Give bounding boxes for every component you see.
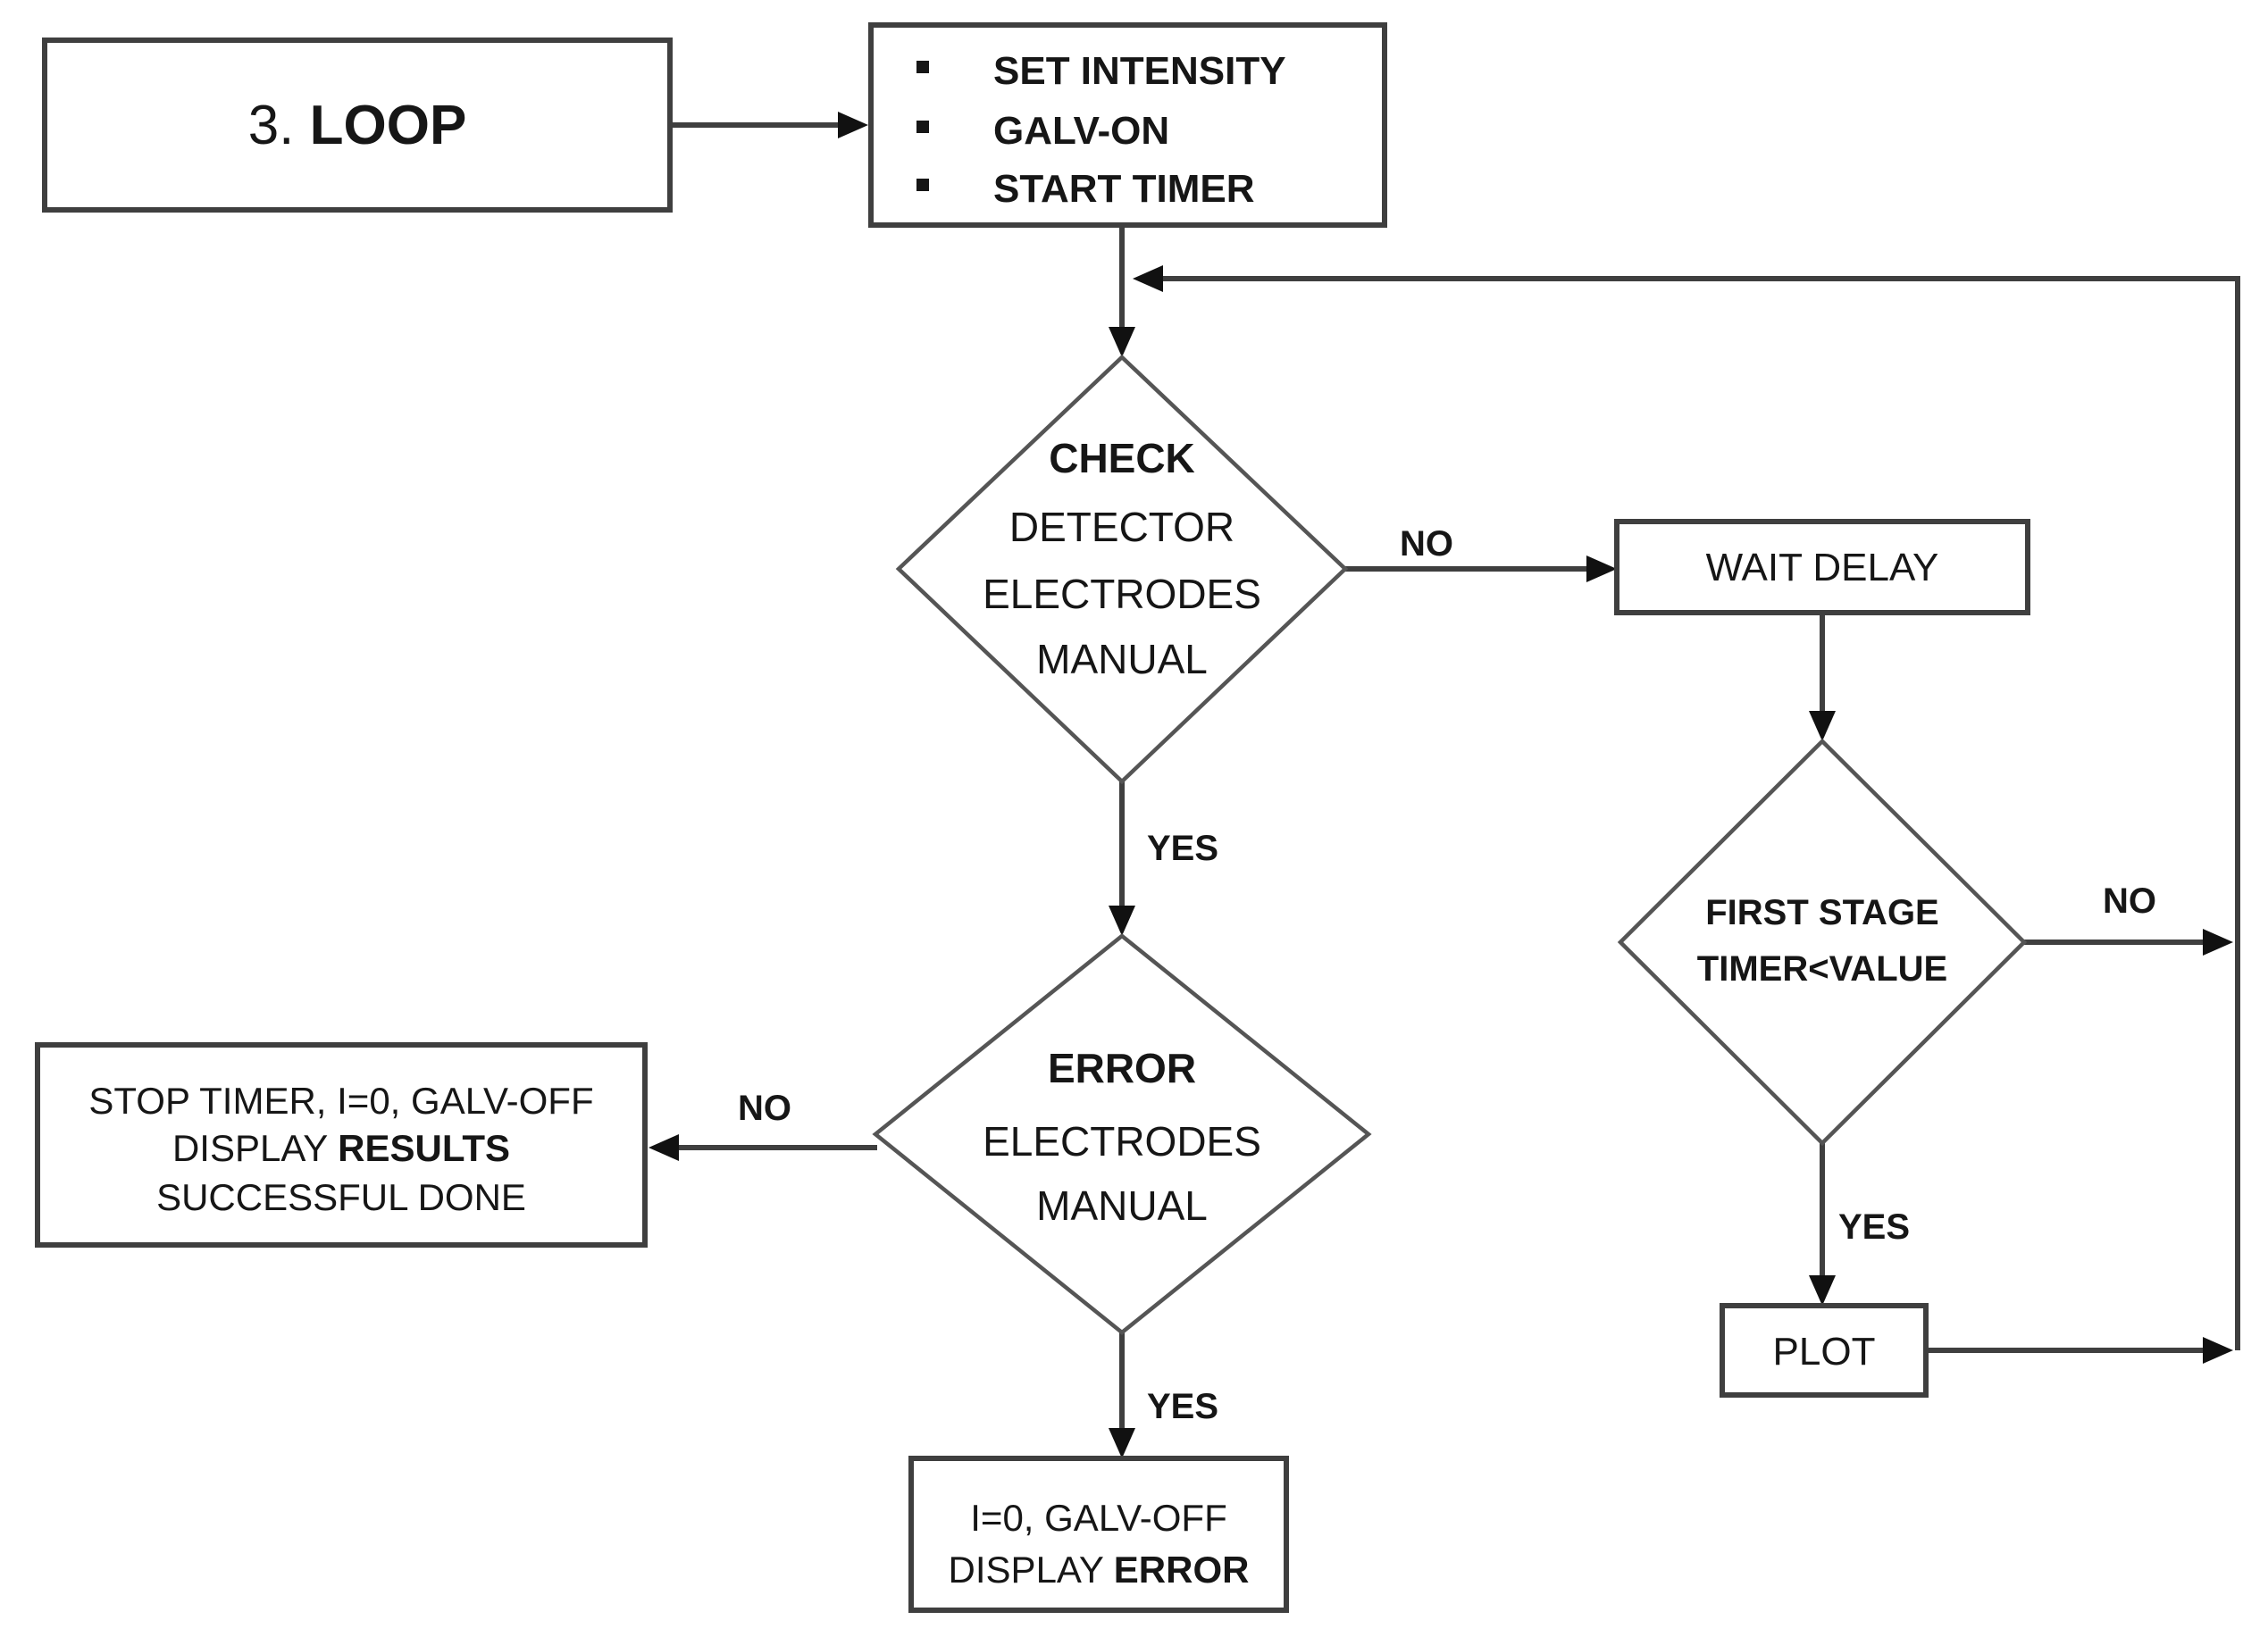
loop-box-label-prefix: 3. <box>248 95 310 156</box>
arrow-head-feedback-left <box>1133 265 1163 292</box>
node-check-decision: CHECK DETECTOR ELECTRODES MANUAL <box>895 354 1349 785</box>
wait-delay-label: WAIT DELAY <box>1706 546 1939 589</box>
loop-box <box>42 38 673 213</box>
edge-label-first-stage-no: NO <box>2103 881 2156 921</box>
results-line-2-normal: DISPLAY <box>172 1127 338 1169</box>
arrow-head-into-error-box <box>1109 1428 1135 1458</box>
wait-delay-box <box>1614 519 2030 615</box>
arrow-head-into-results <box>649 1134 679 1161</box>
first-stage-line-2: TIMER<VALUE <box>1697 949 1947 989</box>
steps-box <box>868 22 1387 228</box>
arrow-head-into-check <box>1109 327 1135 357</box>
node-error-decision: ERROR ELECTRODES MANUAL <box>872 933 1372 1335</box>
check-diamond <box>895 354 1349 785</box>
edge-feedback-loop <box>1161 276 2240 1350</box>
error-box-line-2-normal: DISPLAY <box>949 1549 1114 1591</box>
error-box-line-1: I=0, GALV-OFF <box>970 1497 1226 1539</box>
edge-labels: NO YES NO YES NO YES <box>738 524 2156 1426</box>
arrow-head-into-plot <box>1809 1275 1836 1306</box>
edge-label-first-stage-yes: YES <box>1838 1207 1910 1247</box>
node-steps: SET INTENSITY GALV-ON START TIMER <box>868 22 1387 228</box>
results-line-2: DISPLAY RESULTS <box>172 1127 510 1169</box>
bullet-square-icon <box>916 61 929 73</box>
results-box <box>35 1042 648 1248</box>
first-stage-diamond <box>1617 738 2028 1147</box>
edge-label-error-yes: YES <box>1147 1387 1218 1426</box>
node-first-stage-decision: FIRST STAGE TIMER<VALUE <box>1617 738 2028 1147</box>
error-line-manual: MANUAL <box>1036 1182 1208 1229</box>
node-results: STOP TIMER, I=0, GALV-OFF DISPLAY RESULT… <box>35 1042 648 1248</box>
arrow-head-into-wait <box>1586 555 1617 582</box>
bullet-square-icon <box>916 179 929 191</box>
arrow-head-into-steps <box>838 112 868 138</box>
check-line-manual: MANUAL <box>1036 636 1208 682</box>
node-loop: 3. LOOP <box>42 38 673 213</box>
steps-item-galv-on: GALV-ON <box>993 109 1169 153</box>
connectors <box>670 122 2240 1432</box>
results-line-2-bold: RESULTS <box>338 1127 510 1169</box>
edge-label-check-yes: YES <box>1147 829 1218 868</box>
node-wait-delay: WAIT DELAY <box>1614 519 2030 615</box>
check-line-electrodes: ELECTRODES <box>983 571 1261 617</box>
error-box-line-2-bold: ERROR <box>1114 1549 1250 1591</box>
arrow-head-plot-to-loop <box>2203 1337 2233 1364</box>
node-error-box: I=0, GALV-OFF DISPLAY ERROR <box>908 1456 1289 1613</box>
loop-box-label: 3. LOOP <box>248 95 467 156</box>
error-box-line-2: DISPLAY ERROR <box>949 1549 1250 1591</box>
error-line-electrodes: ELECTRODES <box>983 1118 1261 1165</box>
plot-label: PLOT <box>1773 1330 1876 1374</box>
first-stage-line-1: FIRST STAGE <box>1705 893 1938 932</box>
node-plot: PLOT <box>1720 1303 1929 1398</box>
error-diamond <box>872 933 1372 1335</box>
arrowheads <box>649 112 2233 1458</box>
check-title: CHECK <box>1049 435 1195 481</box>
edge-label-error-no: NO <box>738 1089 791 1128</box>
results-line-3: SUCCESSFUL DONE <box>156 1176 526 1218</box>
error-box <box>908 1456 1289 1613</box>
loop-box-label-title: LOOP <box>310 95 467 156</box>
steps-item-start-timer: START TIMER <box>993 167 1255 211</box>
arrow-head-first-stage-no <box>2203 929 2233 956</box>
check-line-detector: DETECTOR <box>1009 504 1234 550</box>
arrow-head-into-error-diamond <box>1109 906 1135 936</box>
steps-item-set-intensity: SET INTENSITY <box>993 49 1286 93</box>
edge-label-check-no: NO <box>1400 524 1453 564</box>
bullet-square-icon <box>916 121 929 133</box>
arrow-head-into-first-stage <box>1809 711 1836 741</box>
error-title: ERROR <box>1048 1045 1196 1091</box>
results-line-1: STOP TIMER, I=0, GALV-OFF <box>88 1080 593 1122</box>
plot-box <box>1720 1303 1929 1398</box>
